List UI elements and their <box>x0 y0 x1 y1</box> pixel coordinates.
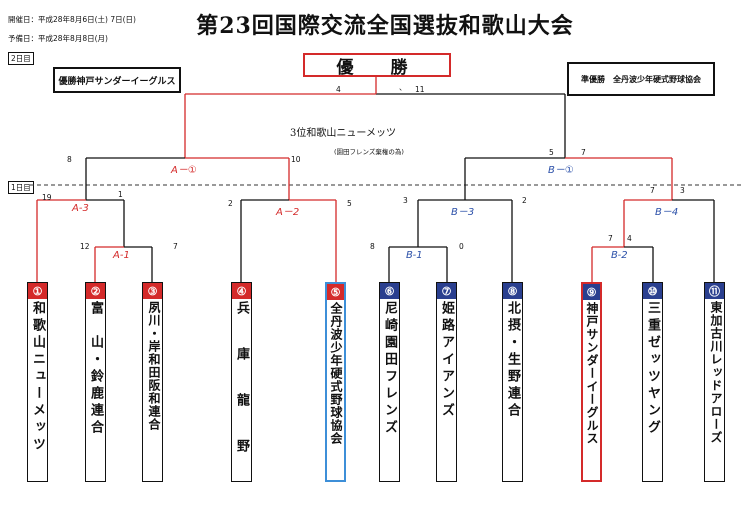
team-number: ⑨ <box>583 284 600 300</box>
b-1-score-left: 8 <box>370 242 375 251</box>
b3-score-right: 2 <box>522 196 527 205</box>
team-number: ⑩ <box>643 283 662 299</box>
match-label-a1: A－① <box>171 165 197 176</box>
team-8: ⑧ 北摂・生野連合 <box>502 282 523 482</box>
team-number: ② <box>86 283 105 299</box>
day2-label: 2日目 <box>8 52 34 65</box>
team-name: 尼崎園田フレンズ <box>382 301 397 437</box>
b-2-score-left: 7 <box>608 234 613 243</box>
team-name: 兵 庫 龍 野 <box>234 301 249 462</box>
match-label-b-1: B-1 <box>406 250 423 261</box>
held-date: 開催日：平成28年8月6日(土) 7日(日) <box>8 15 136 24</box>
team-number: ① <box>28 283 47 299</box>
day1-label: 1日目 <box>8 181 34 194</box>
team-name: 神戸サンダーイーグルス <box>585 302 599 445</box>
a-1-score-right: 7 <box>173 242 178 251</box>
team-name: 東加古川レッドアローズ <box>709 301 723 444</box>
match-label-b1: B－① <box>548 165 574 176</box>
a3-score-right: 1 <box>118 190 123 199</box>
a-1-score-left: 12 <box>80 242 90 251</box>
b1-score-right: 7 <box>581 148 586 157</box>
team-6: ⑥ 尼崎園田フレンズ <box>379 282 400 482</box>
team-number: ⑪ <box>705 283 724 299</box>
b4-score-right: 3 <box>680 186 685 195</box>
b1-score-left: 5 <box>549 148 554 157</box>
team-number: ⑦ <box>437 283 456 299</box>
match-label-b3: B－3 <box>451 207 475 218</box>
third-place-note: (園田フレンズ棄権の為) <box>334 148 404 156</box>
a1-score-left: 8 <box>67 155 72 164</box>
match-label-a-1: A-1 <box>113 250 130 261</box>
team-number: ③ <box>143 283 162 299</box>
team-1: ① 和歌山ニューメッツ <box>27 282 48 482</box>
b-2-score-right: 4 <box>627 234 632 243</box>
match-label-a2: A－2 <box>276 207 300 218</box>
team-name: 和歌山ニューメッツ <box>30 301 45 454</box>
team-name: 全丹波少年硬式野球協会 <box>329 302 343 445</box>
team-name: 夙川・岸和田阪和連合 <box>147 301 161 431</box>
team-3: ③ 夙川・岸和田阪和連合 <box>142 282 163 482</box>
runner-up-box: 準優勝 全丹波少年硬式野球協会 <box>567 62 715 96</box>
team-name: 三重ゼッツヤング <box>645 301 660 437</box>
a3-score-left: 19 <box>42 193 52 202</box>
final-mark: 、 <box>399 83 407 92</box>
team-5: ⑤ 全丹波少年硬式野球協会 <box>325 282 346 482</box>
match-label-b4: B－4 <box>655 207 679 218</box>
team-9: ⑨ 神戸サンダーイーグルス <box>581 282 602 482</box>
b-1-score-right: 0 <box>459 242 464 251</box>
champion-header: 優 勝 <box>303 53 451 78</box>
team-7: ⑦ 姫路アイアンズ <box>436 282 457 482</box>
page-title: 第23回国際交流全国選抜和歌山大会 <box>196 13 574 39</box>
team-name: 富 山・鈴鹿連合 <box>88 301 103 437</box>
team-number: ④ <box>232 283 251 299</box>
third-place-text: 3位和歌山ニューメッツ <box>290 128 396 139</box>
final-score-right: 11 <box>415 85 425 94</box>
team-number: ⑥ <box>380 283 399 299</box>
a1-score-right: 10 <box>291 155 301 164</box>
match-label-b-2: B-2 <box>611 250 628 261</box>
team-name: 北摂・生野連合 <box>505 301 520 420</box>
reserve-date: 予備日：平成28年8月8日(月) <box>8 34 108 43</box>
final-score-left: 4 <box>336 85 341 94</box>
team-10: ⑩ 三重ゼッツヤング <box>642 282 663 482</box>
team-number: ⑤ <box>327 284 344 300</box>
match-label-a3: A-3 <box>72 203 89 214</box>
winner-box: 優勝神戸サンダーイーグルス <box>53 67 181 93</box>
team-2: ② 富 山・鈴鹿連合 <box>85 282 106 482</box>
team-4: ④ 兵 庫 龍 野 <box>231 282 252 482</box>
a2-score-right: 5 <box>347 199 352 208</box>
b4-score-left: 7 <box>650 186 655 195</box>
team-number: ⑧ <box>503 283 522 299</box>
team-name: 姫路アイアンズ <box>439 301 454 420</box>
team-11: ⑪ 東加古川レッドアローズ <box>704 282 725 482</box>
b3-score-left: 3 <box>403 196 408 205</box>
a2-score-left: 2 <box>228 199 233 208</box>
